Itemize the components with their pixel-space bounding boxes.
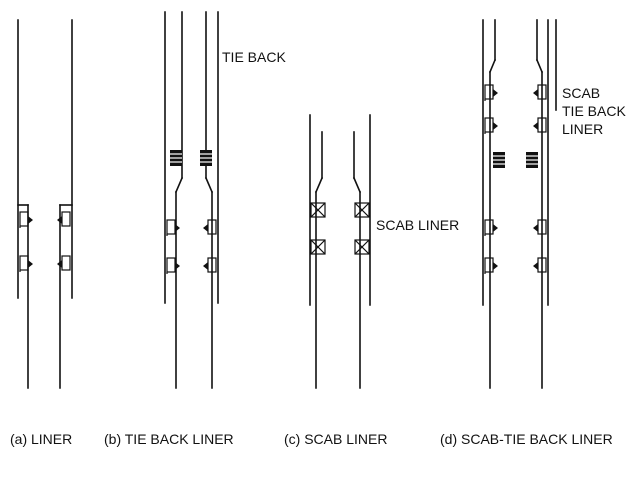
diagram-scab-liner: SCAB LINER (c) SCAB LINER bbox=[284, 114, 459, 447]
caption-scab-tie-back-liner: (d) SCAB-TIE BACK LINER bbox=[440, 431, 613, 447]
caption-tie-back-liner: (b) TIE BACK LINER bbox=[104, 431, 234, 447]
diagram-liner: (a) LINER bbox=[10, 19, 73, 447]
diagram-tie-back-liner: TIE BACK (b) TIE BACK LINER bbox=[104, 11, 286, 447]
label-tie-back: TIE BACK bbox=[222, 49, 286, 65]
label-scab-liner: SCAB LINER bbox=[376, 217, 459, 233]
label-tie-back-line: TIE BACK bbox=[562, 103, 626, 119]
label-liner-line: LINER bbox=[562, 121, 603, 137]
caption-liner: (a) LINER bbox=[10, 431, 72, 447]
diagram-scab-tie-back-liner: SCAB TIE BACK LINER (d) SCAB-TIE BACK LI… bbox=[440, 19, 626, 447]
caption-scab-liner: (c) SCAB LINER bbox=[284, 431, 387, 447]
label-scab-line: SCAB bbox=[562, 85, 600, 101]
